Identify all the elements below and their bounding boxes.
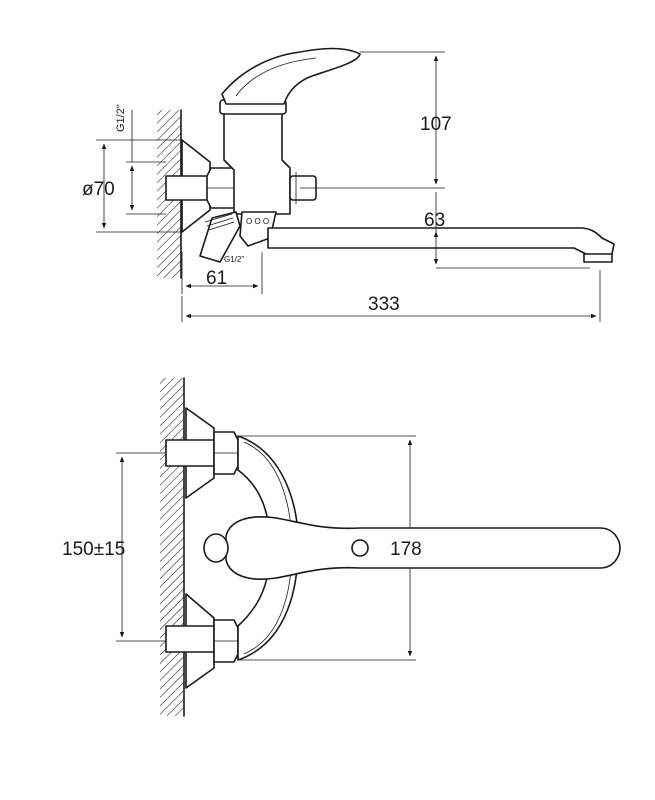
dim-length-label: 333 [368,294,400,315]
mixer-body-side [223,107,291,215]
top-view: 178 150±15 [62,377,621,717]
thread-bottom-label: G1/2" [224,255,244,264]
wall-hatch-top [160,378,184,716]
inlet-pipe-side [165,175,211,201]
spout-side [267,227,615,257]
thread-vertical-label: G1/2" [115,104,127,132]
swivel-ring-marks: O O O [246,217,269,226]
dim-depth-label: 178 [390,539,422,560]
dim-offset-label: 61 [206,268,227,289]
side-view: O O O 107 63 ø70 G1/2" G1/2" [82,47,615,322]
dim-spout-height-label: 63 [424,210,445,231]
dim-height-label: 107 [420,114,452,135]
dim-diameter-label: ø70 [82,179,115,200]
dim-center-distance-label: 150±15 [62,539,125,560]
lever-handle-top [225,516,621,580]
lever-handle-side [221,47,361,105]
lever-hole [351,539,369,557]
